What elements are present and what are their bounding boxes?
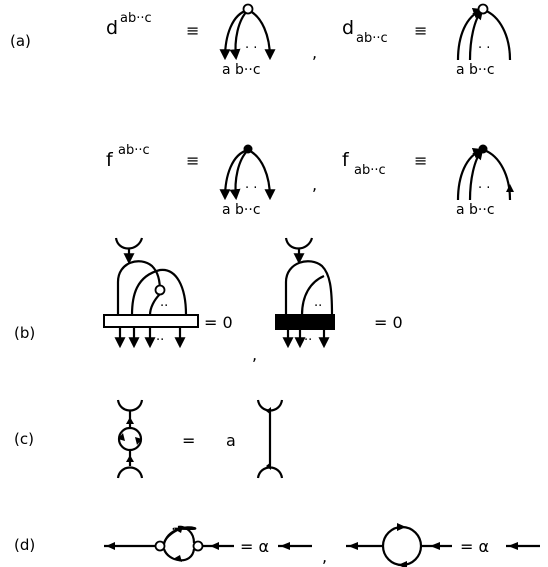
open-vertex-icon bbox=[154, 540, 166, 552]
arrow-icon bbox=[348, 542, 358, 550]
d-lower-indices: a b··c bbox=[456, 62, 495, 78]
line bbox=[148, 293, 161, 316]
comma: , bbox=[312, 43, 317, 62]
d-upper-base: d bbox=[106, 17, 118, 39]
arrow-icon bbox=[126, 455, 134, 462]
f-upper-base: f bbox=[106, 149, 114, 171]
panel-c-left-diagram bbox=[116, 399, 144, 479]
arrow-icon bbox=[506, 184, 514, 192]
arrow-icon bbox=[280, 542, 290, 550]
panel-c-equals: = bbox=[182, 431, 195, 450]
box-icon bbox=[103, 314, 199, 328]
panel-c-right-diagram bbox=[256, 399, 284, 479]
arrow-icon bbox=[210, 542, 219, 550]
panel-d-right-diagram bbox=[346, 523, 452, 567]
equiv-sign: ≡ bbox=[186, 151, 199, 170]
arrow-icon bbox=[398, 561, 407, 567]
panel-b-right-diagram: ·· ·· bbox=[275, 237, 335, 349]
arch-line bbox=[116, 260, 162, 315]
equiv-sign: ≡ bbox=[414, 151, 427, 170]
arrow-icon bbox=[508, 542, 518, 550]
f-lower-script: ab··c bbox=[354, 163, 386, 178]
arch-line bbox=[284, 260, 334, 316]
dots: ·· bbox=[304, 333, 312, 348]
arrow-icon bbox=[430, 542, 440, 550]
arrow-icon bbox=[173, 555, 182, 562]
arrow-icon bbox=[118, 433, 125, 441]
loop-line bbox=[381, 525, 423, 567]
d-lower-definition: d ab··c ≡ · · a b··c bbox=[342, 3, 512, 78]
filled-vertex-icon bbox=[478, 144, 488, 154]
line-arrow bbox=[468, 148, 484, 201]
f-upper-script: ab··c bbox=[118, 143, 150, 158]
loop-line bbox=[162, 525, 196, 544]
cup-line bbox=[114, 237, 144, 250]
panel-d-rhs-right: = α bbox=[460, 537, 489, 556]
f-lower-indices: a b··c bbox=[456, 202, 495, 218]
cup-line bbox=[284, 237, 314, 250]
filled-vertex-icon bbox=[243, 144, 253, 154]
panel-d-rhs-left: = α bbox=[240, 537, 269, 556]
open-vertex-icon bbox=[477, 3, 489, 15]
dots: ·· bbox=[314, 299, 322, 314]
comma: , bbox=[312, 175, 317, 194]
open-vertex-icon bbox=[242, 3, 254, 15]
f-lower-definition: f ab··c ≡ · · a b··c bbox=[342, 144, 514, 218]
d-upper-script: ab··c bbox=[120, 11, 152, 26]
d-upper-indices: a b··c bbox=[222, 62, 261, 78]
comma: , bbox=[252, 345, 257, 364]
arrow-icon bbox=[397, 523, 406, 531]
arrow-icon bbox=[126, 417, 134, 424]
panel-d-left-result bbox=[278, 542, 312, 550]
panel-a-label: (a) bbox=[10, 32, 31, 50]
equiv-sign: ≡ bbox=[414, 21, 427, 40]
cup-line bbox=[116, 399, 144, 412]
line bbox=[300, 274, 325, 316]
line-arrow bbox=[219, 148, 249, 201]
line bbox=[483, 8, 512, 61]
d-lower-script: ab··c bbox=[356, 31, 388, 46]
dots: ·· bbox=[160, 299, 168, 314]
arrow-icon bbox=[174, 526, 183, 533]
arrow-icon bbox=[106, 542, 115, 550]
dots: · · bbox=[245, 181, 257, 196]
panel-b-left-diagram: ·· ·· bbox=[103, 237, 199, 349]
f-upper-indices: a b··c bbox=[222, 202, 261, 218]
dots: · · bbox=[478, 181, 490, 196]
panel-d-label: (d) bbox=[14, 536, 35, 554]
open-vertex-icon bbox=[192, 540, 204, 552]
dots: ·· bbox=[156, 333, 164, 348]
panel-c-coefficient: a bbox=[226, 431, 236, 450]
panel-b-label: (b) bbox=[14, 324, 35, 342]
open-vertex-icon bbox=[154, 284, 166, 296]
f-lower-base: f bbox=[342, 149, 350, 171]
line bbox=[483, 148, 512, 201]
equiv-sign: ≡ bbox=[186, 21, 199, 40]
d-lower-base: d bbox=[342, 17, 354, 39]
dots: · · bbox=[478, 41, 490, 56]
panel-b-rhs-left: = 0 bbox=[204, 313, 233, 332]
arrow-icon bbox=[266, 462, 271, 470]
panel-d-left-diagram bbox=[104, 525, 234, 562]
f-upper-definition: f ab··c ≡ · · a b··c , bbox=[106, 143, 317, 218]
cap-line bbox=[116, 466, 144, 479]
panel-b-rhs-right: = 0 bbox=[374, 313, 403, 332]
box-icon bbox=[275, 314, 335, 330]
panel-c-label: (c) bbox=[14, 430, 34, 448]
comma: , bbox=[322, 547, 327, 566]
dots: · · bbox=[245, 41, 257, 56]
arrow-icon bbox=[135, 437, 142, 445]
d-upper-definition: d ab··c ≡ · · a b··c , bbox=[106, 3, 317, 78]
arch-line bbox=[130, 268, 188, 316]
panel-d-right-result bbox=[506, 542, 540, 550]
